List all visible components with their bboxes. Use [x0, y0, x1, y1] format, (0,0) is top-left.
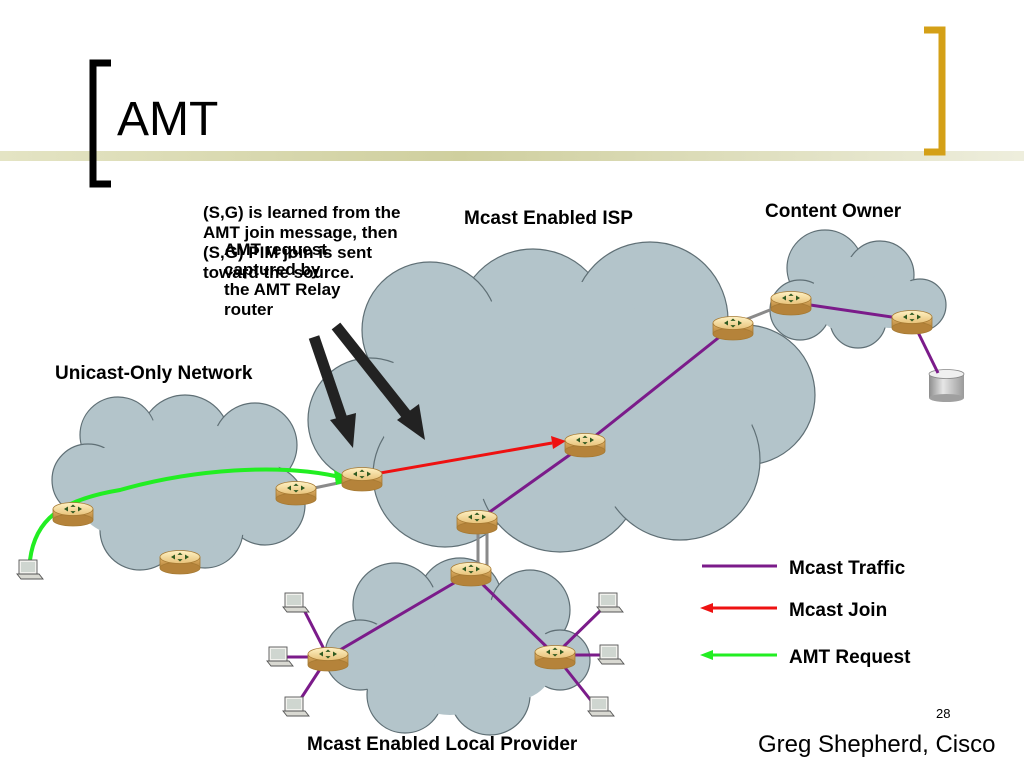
mcast-join-path [362, 436, 566, 478]
laptop-icon [587, 696, 615, 717]
router-local-provider-left [307, 647, 349, 672]
router-local-provider-right [534, 645, 576, 670]
local-provider-cloud [324, 557, 591, 736]
author-credit: Greg Shepherd, Cisco [758, 731, 996, 758]
content-owner-label: Content Owner [765, 201, 902, 222]
laptop-icon [282, 592, 310, 613]
isp-cloud [307, 241, 816, 553]
router-content-source [891, 310, 933, 335]
router-content-owner [770, 291, 812, 316]
laptop-icon [597, 644, 625, 665]
unicast-network-label: Unicast-Only Network [55, 363, 253, 384]
router-isp-lower [456, 510, 498, 535]
legend-label-mcast-traffic: Mcast Traffic [789, 558, 906, 579]
isp-cloud-label: Mcast Enabled ISP [464, 208, 633, 229]
slide-title: AMT [117, 93, 219, 146]
router-amt-relay [341, 467, 383, 492]
local-provider-label: Mcast Enabled Local Provider [307, 734, 578, 755]
database-icon [928, 369, 965, 402]
router-isp-edge [712, 316, 754, 341]
laptop-icon [16, 559, 44, 580]
left-bracket [89, 59, 111, 188]
legend-label-amt-request: AMT Request [789, 647, 911, 668]
page-number: 28 [936, 706, 951, 721]
laptop-icon [596, 592, 624, 613]
legend [700, 564, 777, 660]
router-unicast-lower [159, 550, 201, 575]
sg-learned-note: (S,G) is learned from the AMT join messa… [203, 203, 401, 282]
router-local-provider-top [450, 562, 492, 587]
laptop-icon [282, 696, 310, 717]
callout-arrows [308, 322, 425, 448]
router-isp-core [564, 433, 606, 458]
router-unicast-border [275, 481, 317, 506]
router-unicast-edge [52, 502, 94, 527]
amt-request-captured-note: AMT request captured by the AMT Relay ro… [224, 240, 341, 319]
legend-label-mcast-join: Mcast Join [789, 600, 888, 621]
unicast-cloud [51, 394, 306, 571]
title-bar [0, 151, 1024, 161]
right-bracket [924, 26, 946, 156]
